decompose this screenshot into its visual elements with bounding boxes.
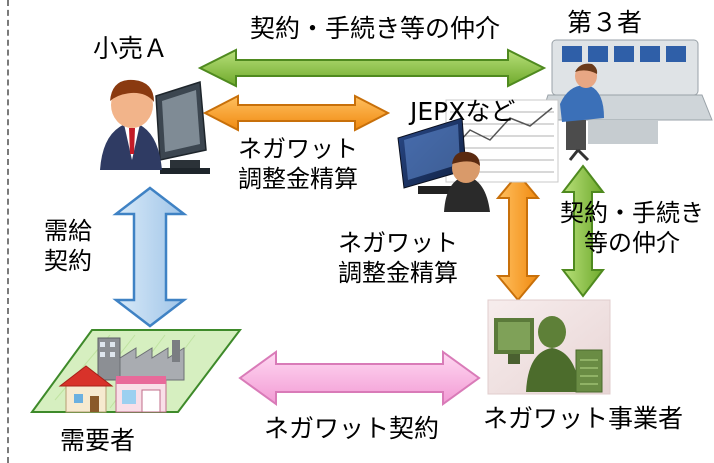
settlement-label-left-line2: 調整金精算 xyxy=(238,165,358,193)
exchange-label: JEPXなど xyxy=(410,97,516,126)
silhouette-worker-computer-icon xyxy=(487,299,611,395)
mediation-label-top: 契約・手続き等の仲介 xyxy=(250,14,501,43)
third-party-label: 第３者 xyxy=(567,8,643,37)
town-factory-icon xyxy=(30,329,243,413)
supply-contract-label: 需給 契約 xyxy=(44,216,92,276)
arrow-retailer-exchange xyxy=(202,94,391,132)
operator-control-room-icon xyxy=(539,39,713,162)
arrow-retailer-third-party xyxy=(197,48,547,88)
supply-contract-label-line2: 契約 xyxy=(44,247,92,275)
retailer-label: 小売Ａ xyxy=(93,34,169,63)
mediation-label-right: 契約・手続き 等の仲介 xyxy=(560,198,704,258)
left-dashed-border xyxy=(7,0,9,463)
settlement-label-left-line1: ネガワット xyxy=(238,135,358,163)
mediation-label-right-line1: 契約・手続き xyxy=(560,199,704,227)
settlement-label-right-line2: 調整金精算 xyxy=(338,259,458,287)
negawatt-contract-label: ネガワット契約 xyxy=(264,414,440,443)
mediation-label-right-line2: 等の仲介 xyxy=(584,229,680,257)
arrow-exchange-operator xyxy=(495,172,541,302)
settlement-label-right-line1: ネガワット xyxy=(338,229,458,257)
negawatt-operator-label: ネガワット事業者 xyxy=(483,404,684,433)
supply-contract-label-line1: 需給 xyxy=(44,217,92,245)
businessman-computer-icon xyxy=(100,79,210,174)
consumer-label: 需要者 xyxy=(60,426,136,455)
trader-monitor-icon xyxy=(397,99,559,212)
arrow-third-party-operator xyxy=(560,164,606,298)
arrow-consumer-operator xyxy=(238,350,481,406)
arrow-retailer-consumer xyxy=(112,186,188,328)
settlement-label-left: ネガワット 調整金精算 xyxy=(238,134,358,194)
settlement-label-right: ネガワット 調整金精算 xyxy=(338,228,458,288)
